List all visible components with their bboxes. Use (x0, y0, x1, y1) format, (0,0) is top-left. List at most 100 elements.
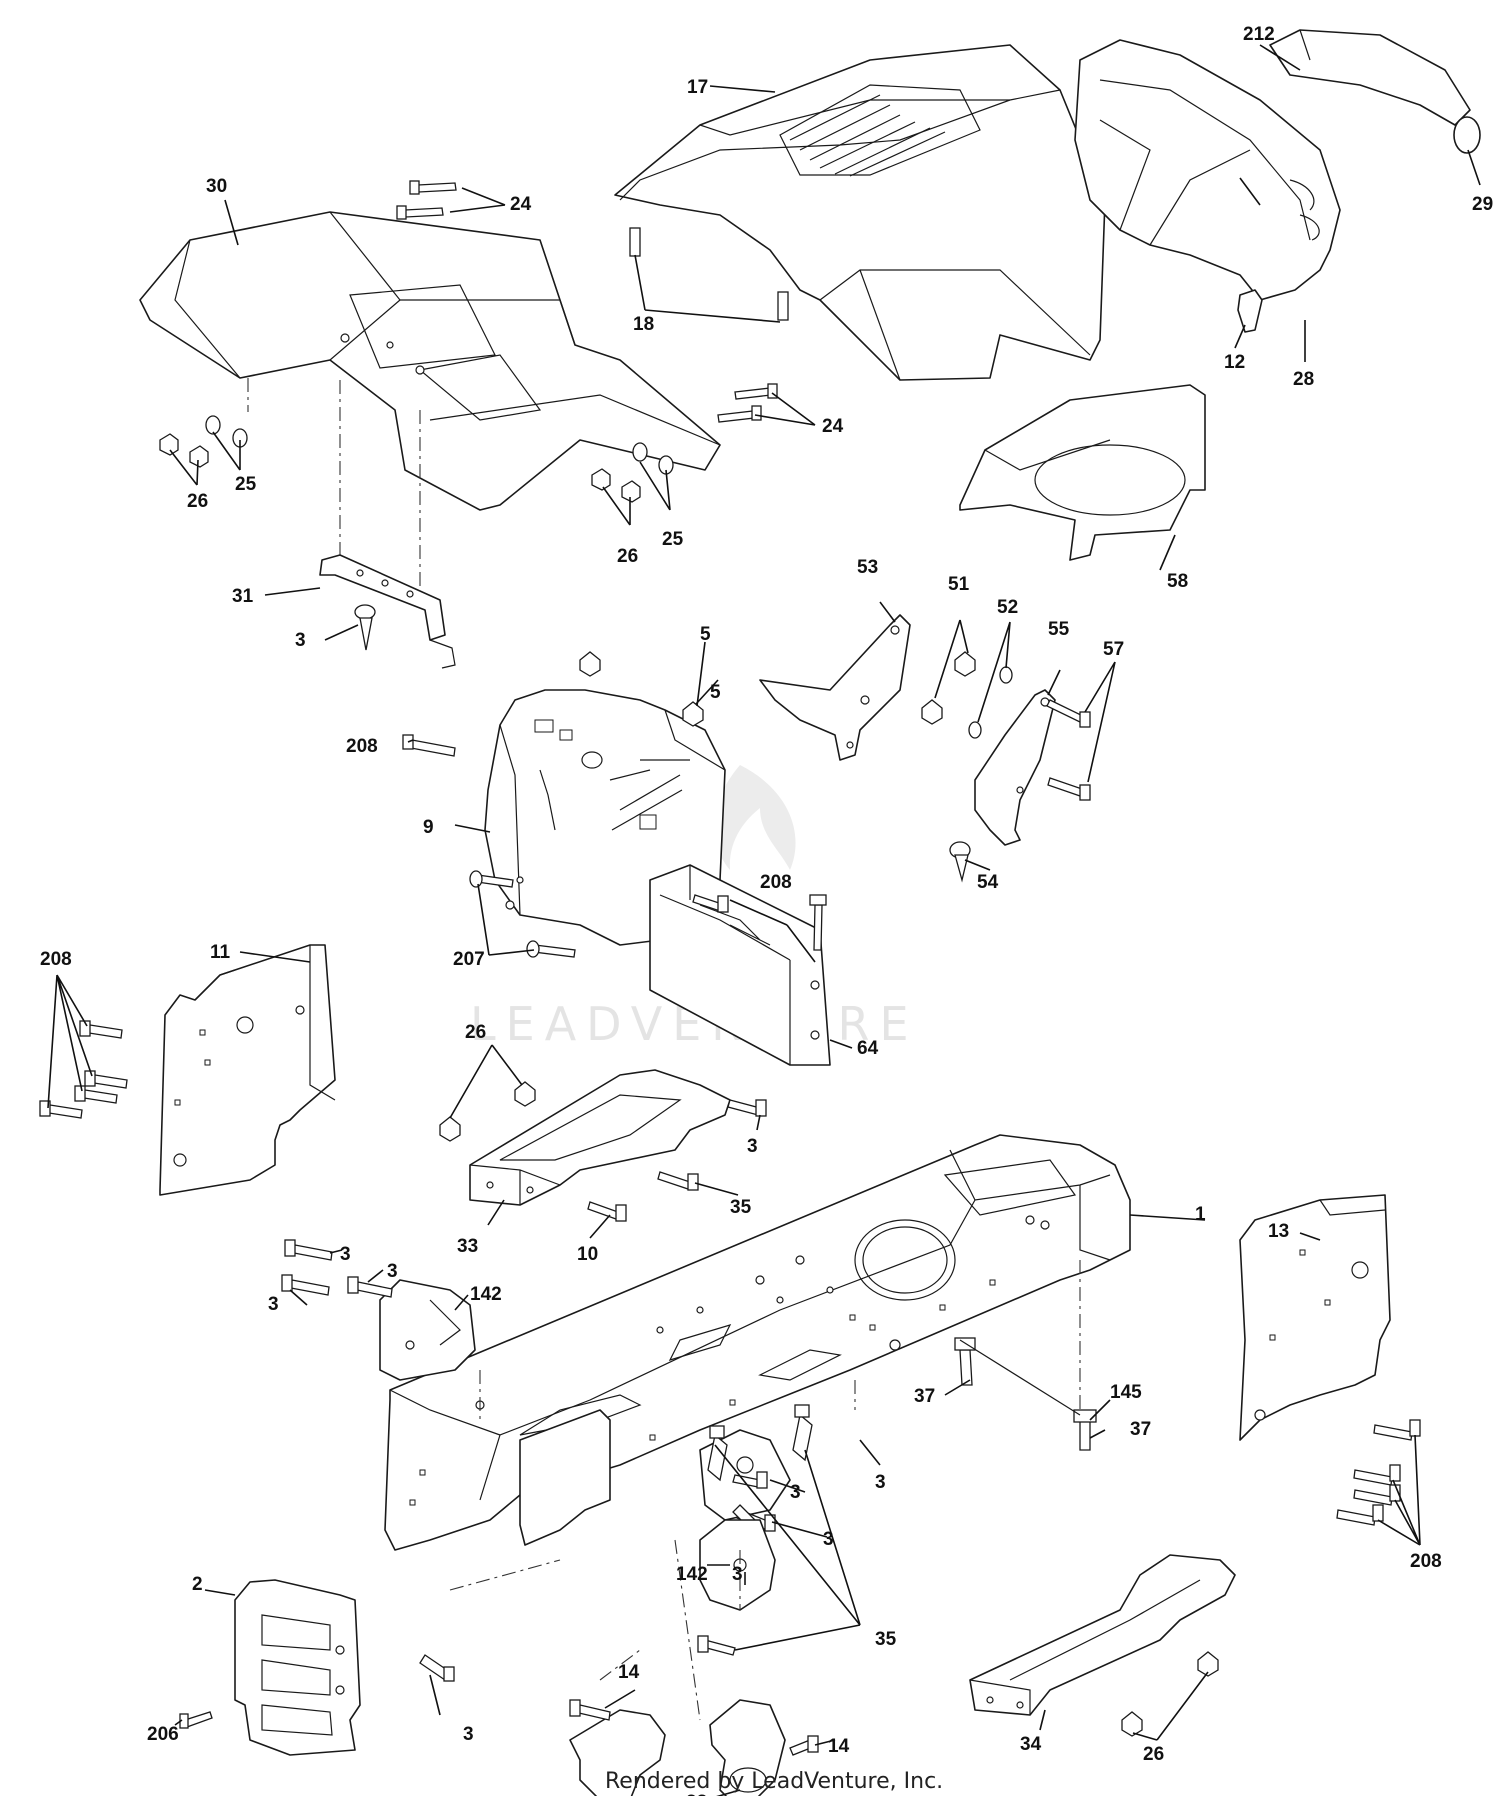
part-38-brackets (569, 1699, 786, 1796)
part-34-support (969, 1554, 1236, 1716)
part-54-screw (949, 841, 971, 883)
callout-26-right: 26 (617, 546, 638, 567)
callout-58: 58 (1167, 571, 1188, 592)
callout-208-dash: 208 (346, 736, 378, 757)
part-29-emblem (1453, 116, 1481, 154)
part-11-side-panel-left (159, 944, 336, 1196)
callout-3-31: 3 (295, 630, 306, 651)
part-17-hood (614, 44, 1106, 381)
callout-labels: 30 24 17 18 212 29 12 28 24 25 26 25 26 … (40, 24, 1493, 1796)
part-12-latch (1237, 289, 1263, 333)
part-3-bolt-33 (727, 1099, 767, 1117)
part-208-bolts-11 (39, 1020, 128, 1119)
part-25-26-hardware-left (159, 415, 248, 468)
callout-14-right: 14 (828, 1736, 850, 1757)
callout-3-plate-c: 3 (732, 1564, 743, 1585)
part-142-plate-upper (379, 1279, 476, 1381)
callout-26-34: 26 (1143, 1744, 1164, 1765)
callout-17: 17 (687, 77, 708, 98)
callout-52: 52 (997, 597, 1018, 618)
callout-208-left: 208 (40, 949, 72, 970)
callout-2: 2 (192, 1574, 203, 1595)
part-30-rear-fender (139, 211, 721, 511)
callout-206: 206 (147, 1724, 179, 1745)
part-3-bolts-frame (697, 1404, 813, 1656)
callout-5-lower: 5 (710, 682, 721, 703)
callout-3-33: 3 (747, 1136, 758, 1157)
part-208-bolt-9 (402, 734, 456, 757)
callout-35-frame: 35 (875, 1629, 897, 1650)
callout-26-left: 26 (187, 491, 208, 512)
callout-207: 207 (453, 949, 485, 970)
callout-12: 12 (1224, 352, 1245, 373)
part-208-bolts-13 (1336, 1419, 1421, 1526)
callout-3-142b: 3 (387, 1261, 398, 1282)
callout-3-142a: 3 (340, 1244, 351, 1265)
callout-37-lower: 37 (1130, 1419, 1151, 1440)
callout-57: 57 (1103, 639, 1124, 660)
part-53-bracket (759, 614, 911, 761)
part-10-bolt (587, 1201, 627, 1222)
callout-55: 55 (1048, 619, 1070, 640)
callout-212: 212 (1243, 24, 1275, 45)
part-3-bolts-142 (281, 1239, 393, 1298)
part-26-nuts-34 (1121, 1651, 1219, 1737)
callout-145: 145 (1110, 1382, 1142, 1403)
callout-3-frame: 3 (875, 1472, 886, 1493)
callout-142-lower: 142 (676, 1564, 708, 1585)
callout-25-left: 25 (235, 474, 257, 495)
callout-25-right: 25 (662, 529, 684, 550)
callout-51: 51 (948, 574, 970, 595)
part-64-support (649, 864, 831, 1066)
callout-24-upper: 24 (510, 194, 532, 215)
callout-1: 1 (1195, 1204, 1206, 1225)
part-142-plate-lower (699, 1519, 776, 1611)
part-206-pin (179, 1711, 213, 1729)
callout-29: 29 (1472, 194, 1493, 215)
part-25-26-hardware-right (591, 442, 674, 503)
callout-18: 18 (633, 314, 654, 335)
callout-9: 9 (423, 817, 434, 838)
part-28-grille-housing (1074, 39, 1341, 301)
part-26-nuts-33 (439, 1081, 536, 1142)
part-33-support (469, 1069, 731, 1206)
callout-54: 54 (977, 872, 999, 893)
callout-10: 10 (577, 1244, 598, 1265)
part-5-nuts (579, 651, 704, 727)
callout-11: 11 (210, 942, 231, 963)
part-37-145-fasteners (954, 1337, 1097, 1451)
callout-31: 31 (232, 586, 254, 607)
callout-34: 34 (1020, 1734, 1042, 1755)
part-14-bolts (569, 1699, 819, 1756)
callout-5-upper: 5 (700, 624, 711, 645)
part-24-bolts-b (717, 383, 778, 423)
leader-lines (47, 44, 1481, 1796)
part-13-side-panel-right (1239, 1194, 1391, 1441)
callout-35-33: 35 (730, 1197, 752, 1218)
part-212-grille-insert (1269, 29, 1471, 126)
callout-37-upper: 37 (914, 1386, 935, 1407)
part-57-bolts (1046, 699, 1091, 801)
callout-30: 30 (206, 176, 227, 197)
part-35-bolt-33 (657, 1171, 699, 1191)
callout-142-upper: 142 (470, 1284, 502, 1305)
part-24-bolts-a (396, 180, 457, 220)
callout-38: 38 (686, 1792, 707, 1796)
callout-33: 33 (457, 1236, 478, 1257)
callout-28: 28 (1293, 369, 1314, 390)
callout-26-33: 26 (465, 1022, 486, 1043)
part-3-screw-31 (354, 604, 376, 651)
callout-64: 64 (857, 1038, 879, 1059)
callout-3-plate2: 3 (463, 1724, 474, 1745)
callout-208-console: 208 (760, 872, 792, 893)
callout-3-142c: 3 (268, 1294, 279, 1315)
part-2-front-plate (234, 1579, 455, 1756)
callout-24-lower: 24 (822, 416, 844, 437)
part-58-shield (959, 384, 1206, 561)
callout-14-left: 14 (618, 1662, 640, 1683)
footer-credit: Rendered by LeadVenture, Inc. (605, 1769, 943, 1794)
callout-3-plate-b: 3 (823, 1529, 834, 1550)
part-208-bolts-64 (692, 894, 827, 951)
callout-3-plate-a: 3 (790, 1482, 801, 1503)
